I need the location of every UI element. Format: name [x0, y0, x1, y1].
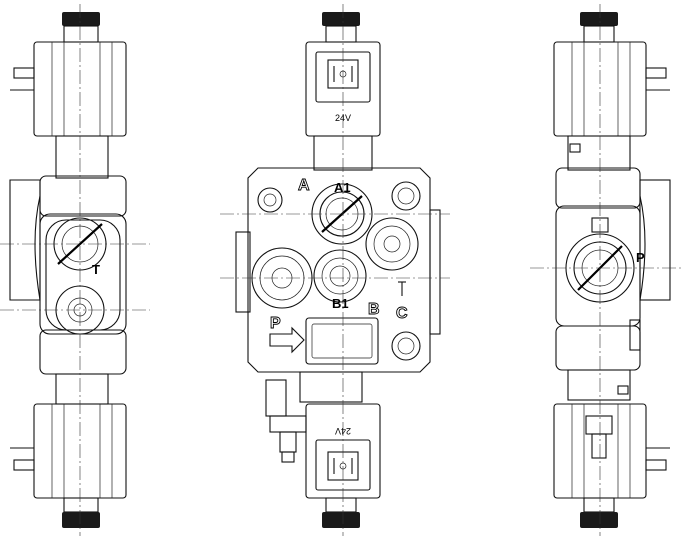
label-p: P	[270, 315, 281, 332]
label-b1: B1	[332, 296, 349, 311]
label-t: T	[92, 262, 100, 277]
left-side-view: T	[0, 4, 150, 536]
label-right-p: P	[636, 250, 645, 265]
label-a1: A1	[334, 180, 351, 195]
right-side-view: P	[530, 4, 681, 536]
front-view: 24V A1 B1 A B P C	[220, 4, 450, 536]
label-c: C	[396, 305, 408, 322]
label-b: B	[368, 301, 380, 318]
label-a: A	[298, 177, 310, 194]
